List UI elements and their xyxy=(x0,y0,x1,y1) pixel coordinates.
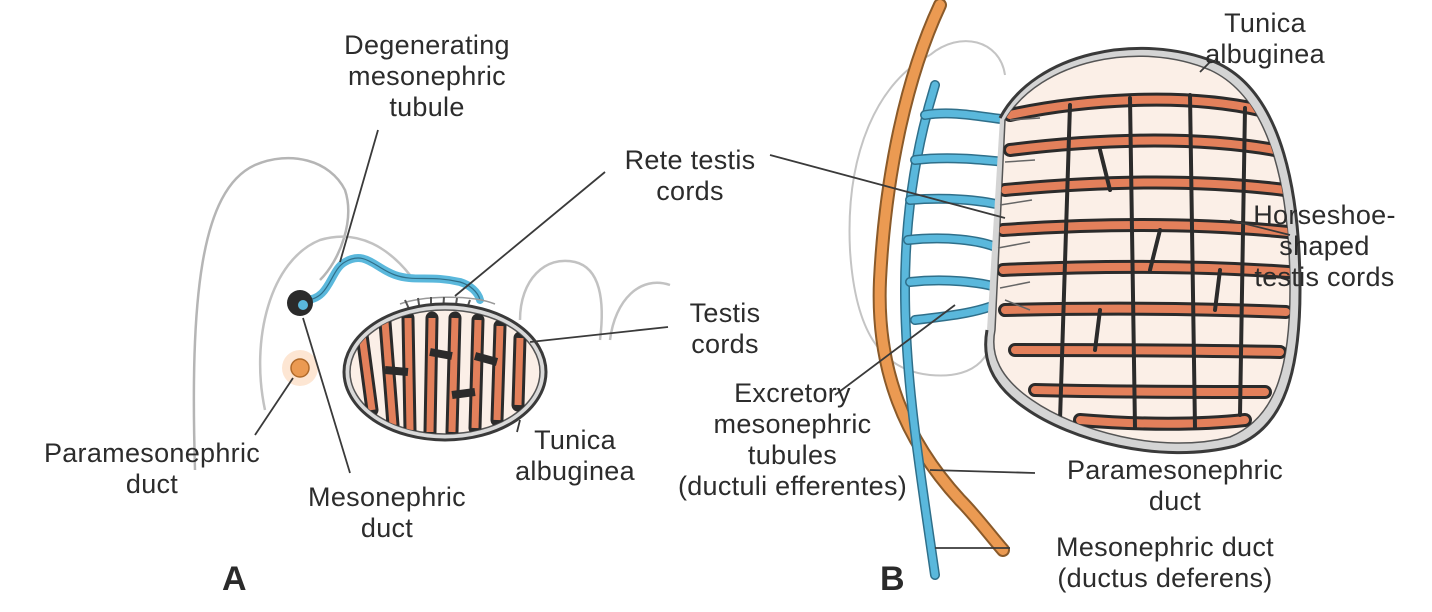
label-line: (ductuli efferentes) xyxy=(677,471,908,501)
label-tunica-albuginea-b: Tunica albuginea xyxy=(1195,8,1335,70)
label-mesonephric-duct-a: Mesonephric duct xyxy=(282,482,492,544)
urogenital-ridge-outline xyxy=(258,235,411,411)
panel-label-b: B xyxy=(880,560,905,598)
label-line: Tunica xyxy=(1224,8,1306,38)
leader-lines-b xyxy=(769,59,1291,549)
label-paramesonephric-duct-b: Paramesonephric duct xyxy=(1035,455,1315,517)
testis-cords-a xyxy=(355,311,527,434)
label-line: albuginea xyxy=(515,456,635,486)
mesentery-outline-2 xyxy=(608,281,671,341)
label-testis-cords-a: Testis cords xyxy=(665,298,785,360)
label-line: albuginea xyxy=(1205,39,1325,69)
label-line: cords xyxy=(691,329,759,359)
label-line: shaped xyxy=(1279,231,1370,261)
label-line: tubules xyxy=(747,440,838,470)
label-horseshoe-testis-cords: Horseshoe- shaped testis cords xyxy=(1222,200,1427,293)
label-excretory-mesonephric-tubules: Excretory mesonephric tubules (ductuli e… xyxy=(660,378,925,502)
label-line: cords xyxy=(656,176,724,206)
label-line: Paramesonephric xyxy=(1066,455,1284,485)
label-line: duct xyxy=(1148,486,1202,516)
label-line: Excretory xyxy=(734,378,851,408)
horseshoe-testis-cords xyxy=(996,92,1290,431)
label-line: Horseshoe- xyxy=(1253,200,1396,230)
label-mesonephric-duct-b: Mesonephric duct (ductus deferens) xyxy=(1010,532,1320,594)
label-rete-testis-cords-a: Rete testis cords xyxy=(590,145,790,207)
label-line: testis cords xyxy=(1254,262,1395,292)
panel-label-a: A xyxy=(222,560,247,598)
label-paramesonephric-duct-a: Paramesonephric duct xyxy=(32,438,272,500)
label-line: Paramesonephric xyxy=(43,438,261,468)
label-tunica-albuginea-a: Tunica albuginea xyxy=(500,425,650,487)
label-line: Mesonephric xyxy=(308,482,466,512)
body-wall-outline xyxy=(192,156,350,471)
label-line: Tunica xyxy=(534,425,616,455)
panel-a xyxy=(192,129,671,474)
paramesonephric-duct-a xyxy=(290,358,310,378)
label-line: Rete testis xyxy=(624,145,756,175)
label-degenerating-mesonephric-tubule: Degenerating mesonephric tubule xyxy=(312,30,542,123)
rete-testis-b xyxy=(997,117,1041,311)
panel-b xyxy=(769,0,1302,580)
leader-lines-a xyxy=(254,129,669,474)
mesentery-outline xyxy=(518,259,603,341)
label-line: Testis xyxy=(689,298,761,328)
label-line: Degenerating xyxy=(344,30,510,60)
label-line: mesonephric xyxy=(348,61,506,91)
label-line: Mesonephric duct xyxy=(1056,532,1274,562)
label-line: duct xyxy=(360,513,414,543)
label-line: (ductus deferens) xyxy=(1057,563,1273,593)
label-line: tubule xyxy=(389,92,465,122)
label-line: duct xyxy=(125,469,179,499)
label-line: mesonephric xyxy=(713,409,872,439)
